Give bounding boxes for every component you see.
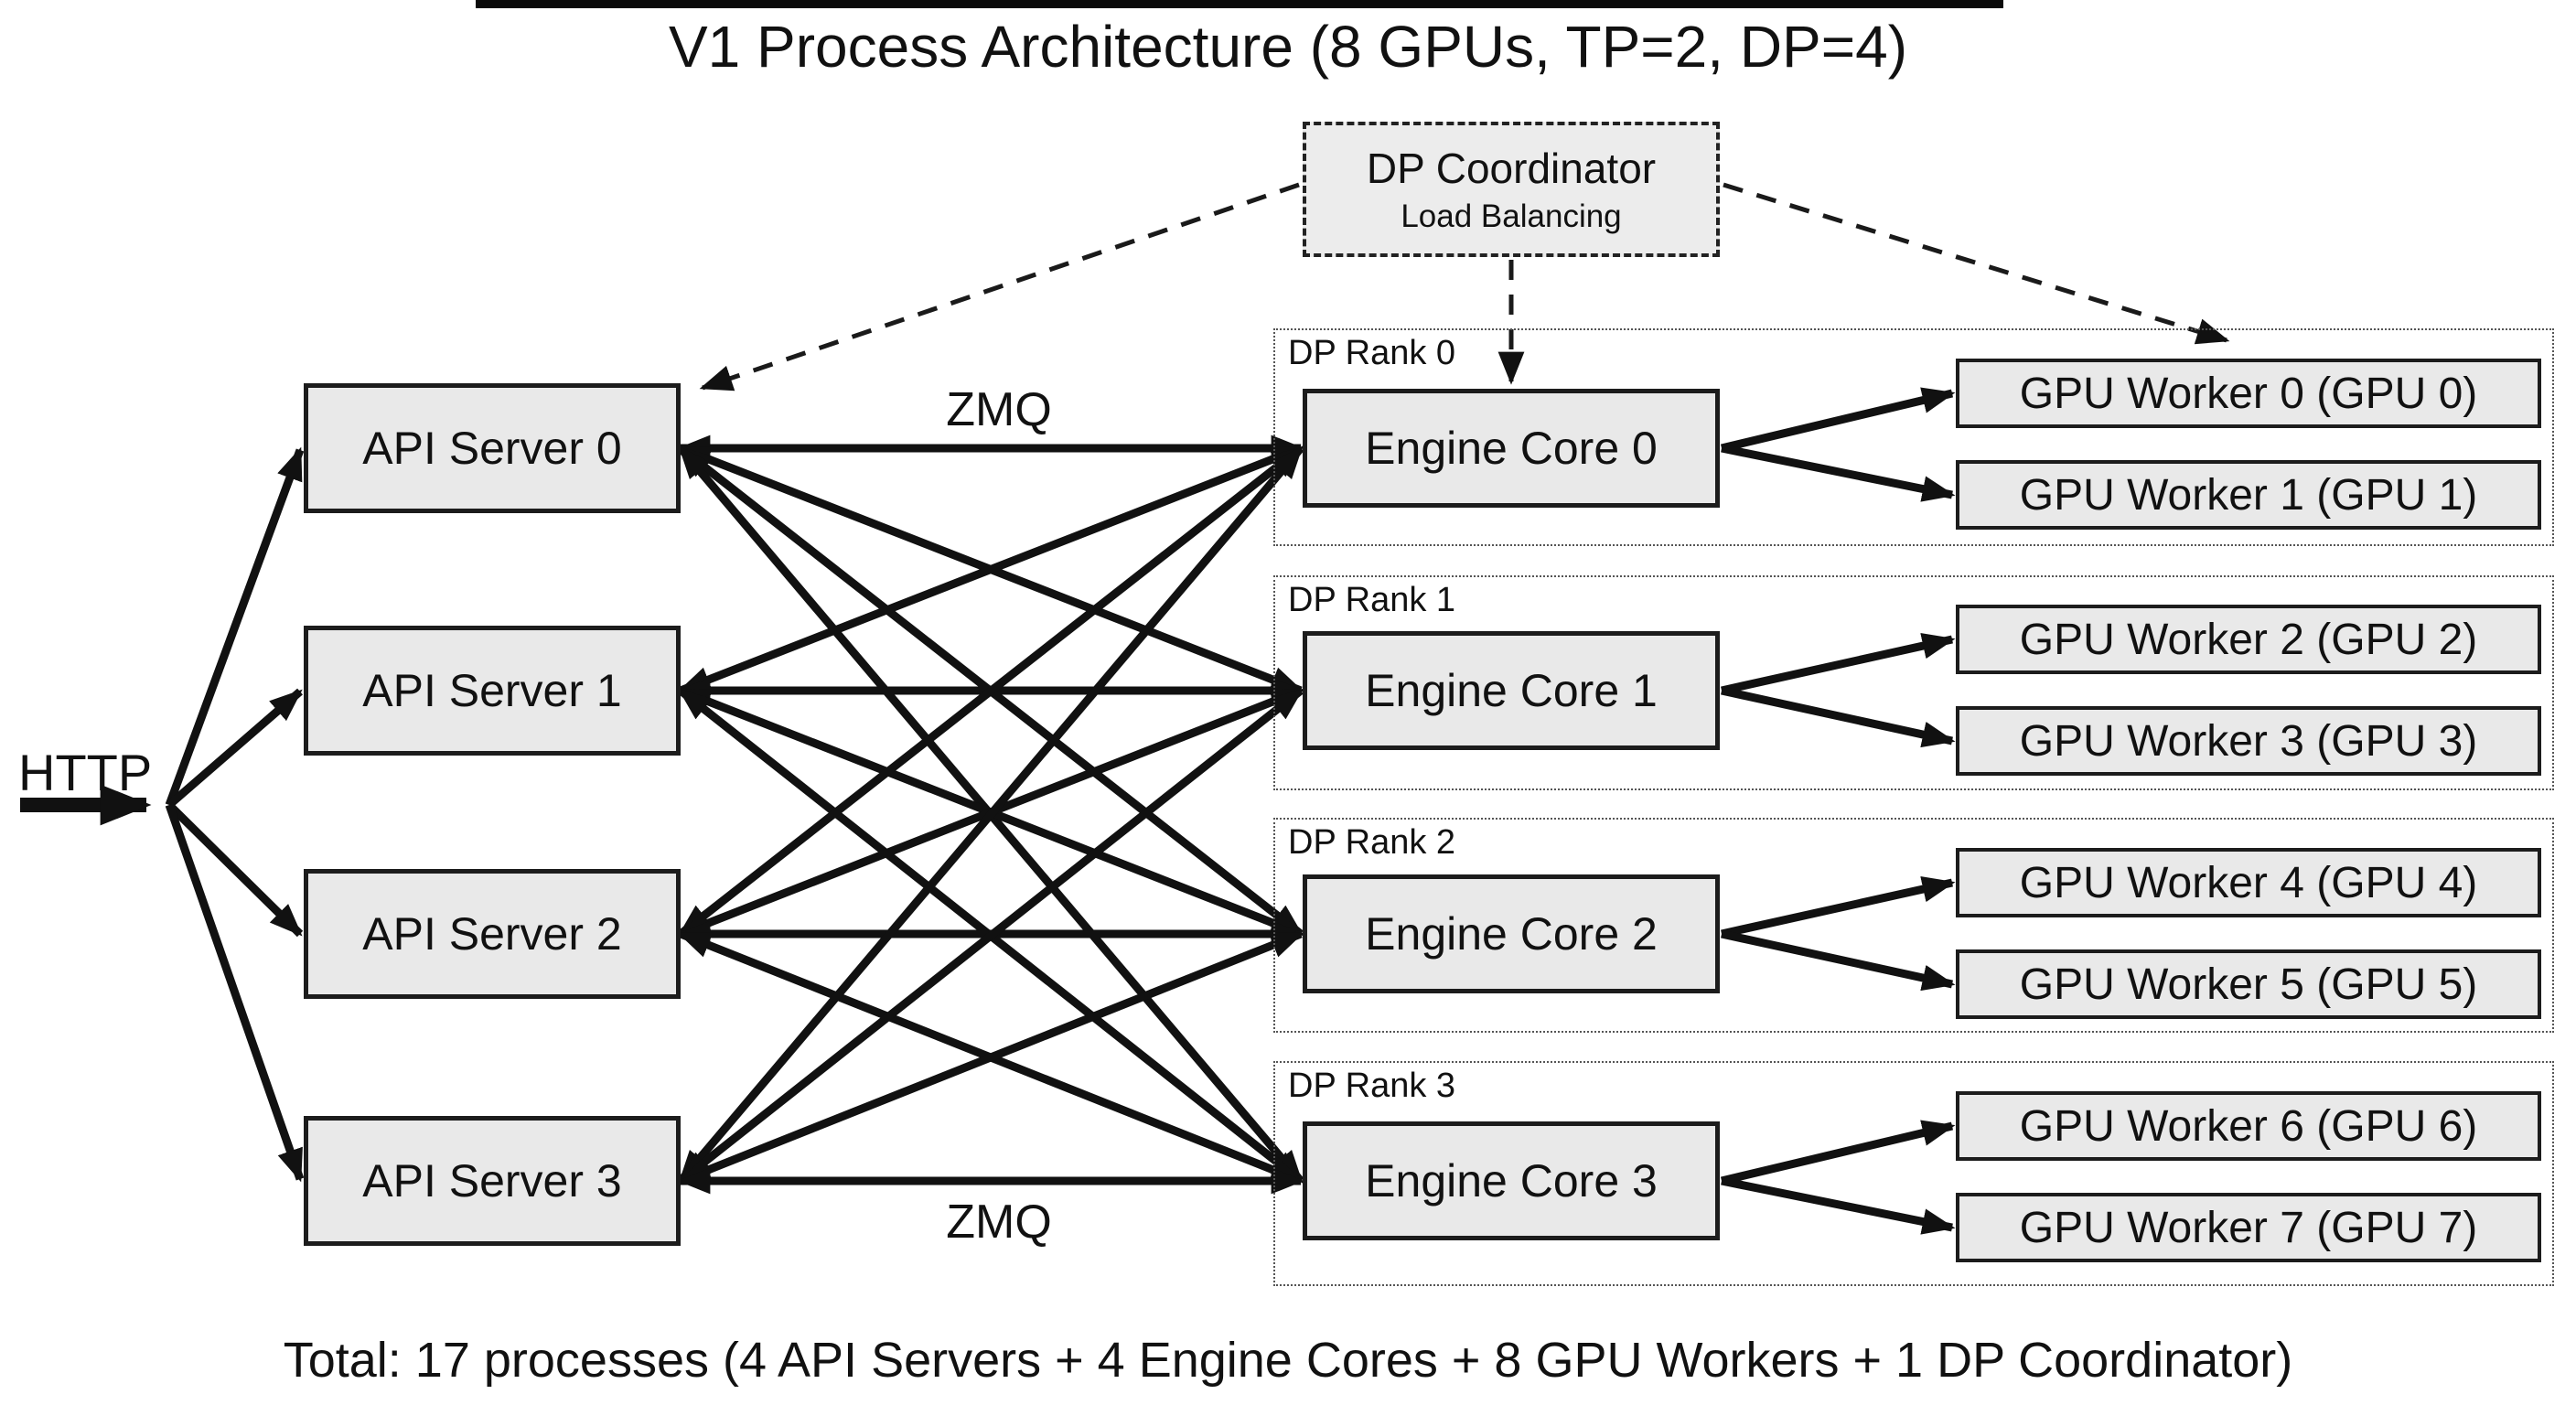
top-border-strip <box>476 0 2003 8</box>
dp-coordinator-box: DP Coordinator Load Balancing <box>1303 122 1720 257</box>
http-fan-arrow-1 <box>166 688 303 809</box>
gpu-worker-box-0: GPU Worker 0 (GPU 0) <box>1956 359 2541 428</box>
engine-core-label: Engine Core 2 <box>1365 908 1658 960</box>
api-server-box-1: API Server 1 <box>304 626 681 756</box>
gpu-worker-box-7: GPU Worker 7 (GPU 7) <box>1956 1193 2541 1262</box>
dp-rank-container-3: DP Rank 3 <box>1273 1061 2554 1286</box>
dp-coordinator-subtitle: Load Balancing <box>1401 198 1622 234</box>
dp-rank-label: DP Rank 1 <box>1288 581 1456 619</box>
gpu-worker-box-4: GPU Worker 4 (GPU 4) <box>1956 848 2541 917</box>
gpu-worker-box-2: GPU Worker 2 (GPU 2) <box>1956 605 2541 674</box>
api-server-box-2: API Server 2 <box>304 869 681 999</box>
coordinator-to-workers-arrow <box>1723 182 2230 345</box>
dp-rank-label: DP Rank 2 <box>1288 823 1456 862</box>
gpu-worker-box-3: GPU Worker 3 (GPU 3) <box>1956 706 2541 776</box>
gpu-worker-box-1: GPU Worker 1 (GPU 1) <box>1956 460 2541 530</box>
engine-core-label: Engine Core 3 <box>1365 1155 1658 1207</box>
gpu-worker-label: GPU Worker 4 (GPU 4) <box>2019 858 2478 907</box>
api-server-label: API Server 2 <box>362 908 622 960</box>
dp-rank-container-1: DP Rank 1 <box>1273 575 2554 790</box>
engine-core-box-1: Engine Core 1 <box>1303 631 1720 750</box>
api-server-label: API Server 1 <box>362 665 622 716</box>
engine-core-box-0: Engine Core 0 <box>1303 389 1720 508</box>
diagram-title: V1 Process Architecture (8 GPUs, TP=2, D… <box>668 14 1908 80</box>
dp-rank-label: DP Rank 0 <box>1288 334 1456 372</box>
api-server-box-3: API Server 3 <box>304 1116 681 1246</box>
tp-arrow-engine1-worker3 <box>1721 686 1956 748</box>
engine-core-box-2: Engine Core 2 <box>1303 874 1720 993</box>
dp-rank-container-2: DP Rank 2 <box>1273 818 2554 1033</box>
tp-arrow-engine3-worker7 <box>1721 1176 1956 1235</box>
engine-core-box-3: Engine Core 3 <box>1303 1121 1720 1240</box>
zmq-label-top: ZMQ <box>946 383 1052 436</box>
http-fan-arrow-2 <box>166 801 304 938</box>
tp-arrow-engine3-worker6 <box>1720 1120 1956 1185</box>
http-fan-arrow-3 <box>165 803 305 1183</box>
gpu-worker-label: GPU Worker 6 (GPU 6) <box>2019 1101 2478 1151</box>
zmq-label-bottom: ZMQ <box>946 1196 1052 1249</box>
tp-arrow-engine0-worker0 <box>1720 387 1956 453</box>
footer-note: Total: 17 processes (4 API Servers + 4 E… <box>283 1333 2293 1388</box>
http-label: HTTP <box>18 744 153 801</box>
gpu-worker-box-6: GPU Worker 6 (GPU 6) <box>1956 1091 2541 1161</box>
api-server-label: API Server 0 <box>362 423 622 474</box>
tp-arrow-engine0-worker1 <box>1721 444 1956 502</box>
tp-arrow-engine1-worker2 <box>1721 632 1956 695</box>
gpu-worker-label: GPU Worker 2 (GPU 2) <box>2019 615 2478 664</box>
http-fan-arrow-0 <box>165 446 305 807</box>
zmq-arrow-api3-engine2 <box>677 929 1304 1185</box>
gpu-worker-label: GPU Worker 3 (GPU 3) <box>2019 716 2478 766</box>
dp-rank-label: DP Rank 3 <box>1288 1067 1456 1105</box>
engine-core-label: Engine Core 1 <box>1365 665 1658 716</box>
gpu-worker-label: GPU Worker 1 (GPU 1) <box>2019 470 2478 520</box>
tp-arrow-engine2-worker5 <box>1721 929 1956 992</box>
api-server-box-0: API Server 0 <box>304 383 681 513</box>
gpu-worker-box-5: GPU Worker 5 (GPU 5) <box>1956 949 2541 1019</box>
dp-coordinator-title: DP Coordinator <box>1366 145 1657 192</box>
dp-rank-container-0: DP Rank 0 <box>1273 328 2554 546</box>
coordinator-to-api0-arrow <box>699 182 1300 391</box>
gpu-worker-label: GPU Worker 7 (GPU 7) <box>2019 1203 2478 1252</box>
engine-core-label: Engine Core 0 <box>1365 423 1658 474</box>
gpu-worker-label: GPU Worker 5 (GPU 5) <box>2019 960 2478 1009</box>
gpu-worker-label: GPU Worker 0 (GPU 0) <box>2019 369 2478 418</box>
api-server-label: API Server 3 <box>362 1155 622 1207</box>
tp-arrow-engine2-worker4 <box>1721 875 1956 938</box>
